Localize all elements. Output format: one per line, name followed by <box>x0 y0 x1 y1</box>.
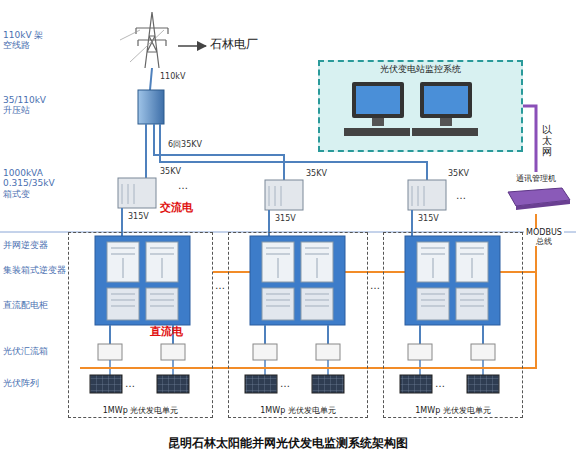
layer-label: 直流配电柜 <box>3 300 67 310</box>
annotation: 35KV <box>448 169 469 178</box>
annotation: 6回35KV <box>168 140 202 149</box>
annotation: 石林电厂 <box>210 38 258 52</box>
wire <box>146 124 427 180</box>
node-label: 1MWp 光伏发电单元 <box>260 406 336 415</box>
monitor-panel: 光伏变电站监控系统 <box>318 60 523 152</box>
unit-equipment <box>90 236 190 393</box>
pylon <box>120 12 168 68</box>
arrow <box>178 45 206 47</box>
annotation: 315V <box>128 212 149 221</box>
node-label: 1MWp 光伏发电单元 <box>415 406 491 415</box>
ellipsis: … <box>125 378 135 390</box>
edge-label: MODBUS 总线 <box>524 228 564 246</box>
comm-manager: 通讯管理机 <box>500 172 572 214</box>
unit-box: 1MWp 光伏发电单元 <box>383 232 523 418</box>
layer-label: 35/110kV 升压站 <box>3 95 55 116</box>
computer-icon <box>344 82 478 136</box>
annotation: 直流电 <box>150 326 183 339</box>
annotation: 315V <box>275 214 296 223</box>
ethernet-line <box>523 106 536 172</box>
layer-label: 并网逆变器 <box>3 240 67 250</box>
layer-label: 光伏汇流箱 <box>3 346 67 356</box>
unit-equipment <box>400 236 500 393</box>
bus-line <box>80 272 536 368</box>
comm-manager-icon <box>516 200 570 210</box>
unit-box: 1MWp 光伏发电单元 <box>68 232 213 418</box>
annotation: 35KV <box>306 169 327 178</box>
ellipsis: … <box>215 280 225 292</box>
node-label: 通讯管理机 <box>516 174 556 183</box>
transformer <box>138 90 164 124</box>
edge-label: 以太网 <box>542 124 552 157</box>
layer-label: 光伏阵列 <box>3 378 67 388</box>
layer-label: 1000kVA 0.315/35kV 箱式变 <box>3 168 61 199</box>
caption: 昆明石林太阳能并网光伏发电监测系统架构图 <box>0 437 576 451</box>
panel-fill <box>318 60 523 152</box>
annotation: 交流电 <box>160 202 193 215</box>
node-label: 光伏变电站监控系统 <box>380 64 461 74</box>
ellipsis: … <box>456 190 466 202</box>
unit-equipment <box>90 236 500 393</box>
ellipsis: … <box>370 280 380 292</box>
wire <box>150 68 152 90</box>
ellipsis: … <box>435 378 445 390</box>
annotation: 35KV <box>160 167 181 176</box>
ellipsis: … <box>178 180 188 192</box>
layer-label: 集装箱式逆变器 <box>3 265 67 275</box>
node-label: 1MWp 光伏发电单元 <box>103 406 179 415</box>
layer-label: 110kV 架空线路 <box>3 30 45 51</box>
ellipsis: … <box>280 378 290 390</box>
annotation: 110kV <box>160 72 185 81</box>
unit-box: 1MWp 光伏发电单元 <box>228 232 368 418</box>
unit-equipment <box>245 236 345 393</box>
annotation: 315V <box>418 214 439 223</box>
